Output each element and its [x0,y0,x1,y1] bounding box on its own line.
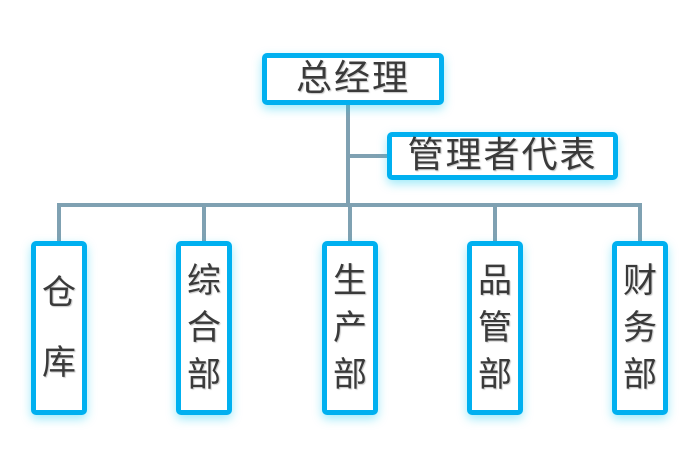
node-general-manager[interactable]: 总经理 [262,53,444,105]
node-department-general-affairs-char-1: 合 [187,307,221,348]
node-department-general-affairs[interactable]: 综 合 部 [176,241,232,415]
node-general-manager-label: 总经理 [295,58,410,99]
node-department-quality-control-char-2: 部 [478,354,512,395]
node-department-production-char-0: 生 [333,261,367,302]
node-department-finance-char-1: 务 [623,307,657,348]
node-department-general-affairs-char-0: 综 [187,261,221,302]
node-department-production-char-2: 部 [333,354,367,395]
node-management-representative-label: 管理者代表 [407,135,598,176]
connector-drop-department-1 [202,205,206,243]
node-department-quality-control-char-1: 管 [478,307,512,348]
connector-drop-department-3 [493,205,497,243]
node-department-production[interactable]: 生 产 部 [322,241,378,415]
node-department-finance-char-0: 财 [623,261,657,302]
node-department-warehouse-char-1: 库 [42,343,76,383]
connector-management-representative-branch [346,154,389,158]
connector-drop-department-2 [348,205,352,243]
node-management-representative[interactable]: 管理者代表 [387,132,618,180]
node-department-warehouse[interactable]: 仓 库 [31,241,87,415]
node-department-warehouse-char-0: 仓 [42,273,76,313]
node-department-production-char-1: 产 [333,307,367,348]
connector-drop-department-4 [638,205,642,243]
node-department-general-affairs-char-2: 部 [187,354,221,395]
node-department-finance[interactable]: 财 务 部 [612,241,668,415]
node-department-quality-control-char-0: 品 [478,261,512,302]
node-department-quality-control[interactable]: 品 管 部 [467,241,523,415]
node-department-finance-char-2: 部 [623,354,657,395]
connector-drop-department-0 [57,205,61,243]
